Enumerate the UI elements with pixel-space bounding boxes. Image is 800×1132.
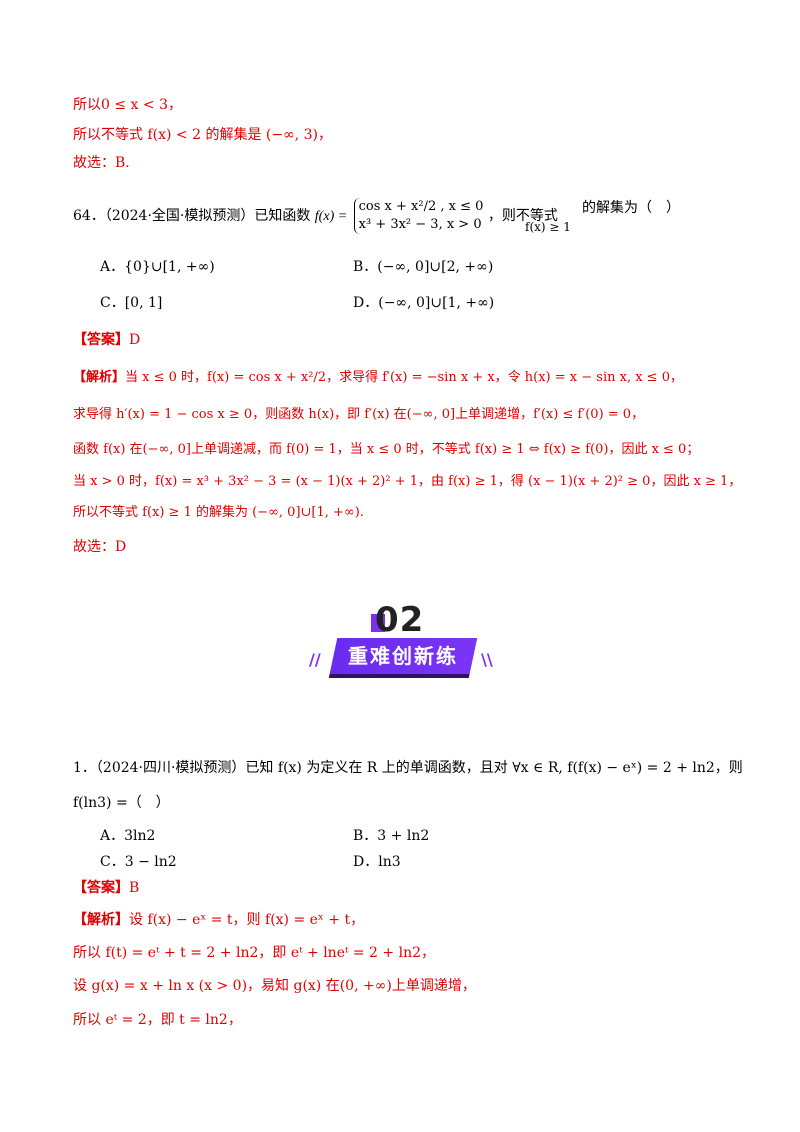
option-label: C． bbox=[100, 295, 125, 311]
q64-option-b: B．(−∞, 0]∪[2, +∞) bbox=[353, 257, 493, 277]
badge-accent bbox=[371, 614, 385, 632]
q1-option-d: D．ln3 bbox=[353, 852, 401, 872]
q1-option-a: A．3ln2 bbox=[100, 826, 155, 846]
left-slash-decor: // bbox=[309, 650, 321, 669]
prev-line-3: 故选：B. bbox=[73, 155, 130, 171]
analysis-tag: 【解析】 bbox=[73, 370, 126, 385]
option-label: A． bbox=[100, 828, 125, 844]
answer-value: B bbox=[129, 880, 140, 896]
q64-option-c: C．[0, 1] bbox=[100, 293, 162, 313]
option-text: 3ln2 bbox=[124, 828, 156, 844]
q64-piece-2: x³ + 3x² − 3, x > 0 bbox=[358, 217, 482, 232]
q64-option-a: A．{0}∪[1, +∞) bbox=[100, 257, 215, 277]
q1-analysis-3: 设 g(x) = x + ln x (x > 0)，易知 g(x) 在(0, +… bbox=[73, 978, 476, 994]
right-slash-decor: \\ bbox=[481, 650, 493, 669]
q64-piecewise: cos x + x²/2 , x ≤ 0 x³ + 3x² − 3, x > 0 bbox=[353, 198, 484, 234]
option-label: B． bbox=[353, 259, 378, 275]
option-label: D． bbox=[353, 295, 379, 311]
prev-line-1: 所以0 ≤ x < 3， bbox=[73, 97, 182, 113]
q64-stem-suffix: 的解集为（ ） bbox=[582, 200, 680, 216]
option-text: ln3 bbox=[378, 854, 401, 870]
q64-analysis-5: 所以不等式 f(x) ≥ 1 的解集为 (−∞, 0]∪[1, +∞). bbox=[73, 505, 364, 520]
q64-stem-mid: ，则不等式 bbox=[487, 208, 558, 224]
q64-analysis-6: 故选：D bbox=[73, 539, 127, 555]
q1-analysis-1: 【解析】设 f(x) − eˣ = t，则 f(x) = eˣ + t， bbox=[73, 910, 364, 930]
q64-analysis-3: 函数 f(x) 在(−∞, 0]上单调递减，而 f(0) = 1，当 x ≤ 0… bbox=[73, 442, 700, 457]
section-badge: 02 // 重难创新练 \\ bbox=[305, 600, 495, 680]
q64-analysis-1: 【解析】当 x ≤ 0 时，f(x) = cos x + x²/2，求导得 f′… bbox=[73, 368, 683, 388]
option-label: B． bbox=[353, 828, 378, 844]
answer-value: D bbox=[129, 332, 141, 348]
analysis-tag: 【解析】 bbox=[73, 912, 129, 928]
option-text: [0, 1] bbox=[124, 295, 163, 311]
q1-option-c: C．3 − ln2 bbox=[100, 852, 177, 872]
q1-answer: 【答案】B bbox=[73, 878, 139, 898]
q64-analysis-4: 当 x > 0 时，f(x) = x³ + 3x² − 3 = (x − 1)(… bbox=[73, 474, 742, 489]
q64-analysis-2: 求导得 h′(x) = 1 − cos x ≥ 0，则函数 h(x)，即 f′(… bbox=[73, 407, 645, 422]
q1-option-b: B．3 + ln2 bbox=[353, 826, 429, 846]
option-label: A． bbox=[100, 259, 125, 275]
answer-tag: 【答案】 bbox=[73, 880, 129, 896]
q64-fx: f(x) = bbox=[314, 209, 348, 224]
q64-stem-prefix: 64．（2024·全国·模拟预测）已知函数 bbox=[73, 208, 311, 224]
q64-cond: f(x) ≥ 1 bbox=[525, 220, 571, 234]
q1-analysis-4: 所以 eᵗ = 2，即 t = ln2， bbox=[73, 1012, 242, 1028]
q64-stem: 64．（2024·全国·模拟预测）已知函数 f(x) = cos x + x²/… bbox=[73, 198, 558, 234]
option-text: 3 − ln2 bbox=[124, 854, 177, 870]
q1-stem-1: 1．（2024·四川·模拟预测）已知 f(x) 为定义在 R 上的单调函数，且对… bbox=[73, 760, 743, 776]
section-number: 02 bbox=[375, 600, 425, 640]
q64-option-d: D．(−∞, 0]∪[1, +∞) bbox=[353, 293, 494, 313]
option-label: C． bbox=[100, 854, 125, 870]
prev-line-2: 所以不等式 f(x) < 2 的解集是 (−∞, 3)， bbox=[73, 127, 333, 143]
section-title: 重难创新练 bbox=[348, 644, 458, 668]
option-label: D． bbox=[353, 854, 379, 870]
option-text: {0}∪[1, +∞) bbox=[124, 259, 215, 275]
q64-piece-1: cos x + x²/2 , x ≤ 0 bbox=[358, 199, 484, 214]
option-text: (−∞, 0]∪[2, +∞) bbox=[377, 259, 494, 275]
option-text: 3 + ln2 bbox=[377, 828, 430, 844]
q64-answer: 【答案】D bbox=[73, 330, 140, 350]
answer-tag: 【答案】 bbox=[73, 332, 129, 348]
analysis-text: 当 x ≤ 0 时，f(x) = cos x + x²/2，求导得 f′(x) … bbox=[125, 370, 683, 385]
analysis-text: 设 f(x) − eˣ = t，则 f(x) = eˣ + t， bbox=[129, 912, 365, 928]
q1-analysis-2: 所以 f(t) = eᵗ + t = 2 + ln2，即 eᵗ + lneᵗ =… bbox=[73, 945, 435, 961]
option-text: (−∞, 0]∪[1, +∞) bbox=[378, 295, 495, 311]
q1-stem-2: f(ln3) =（ ） bbox=[73, 795, 170, 811]
